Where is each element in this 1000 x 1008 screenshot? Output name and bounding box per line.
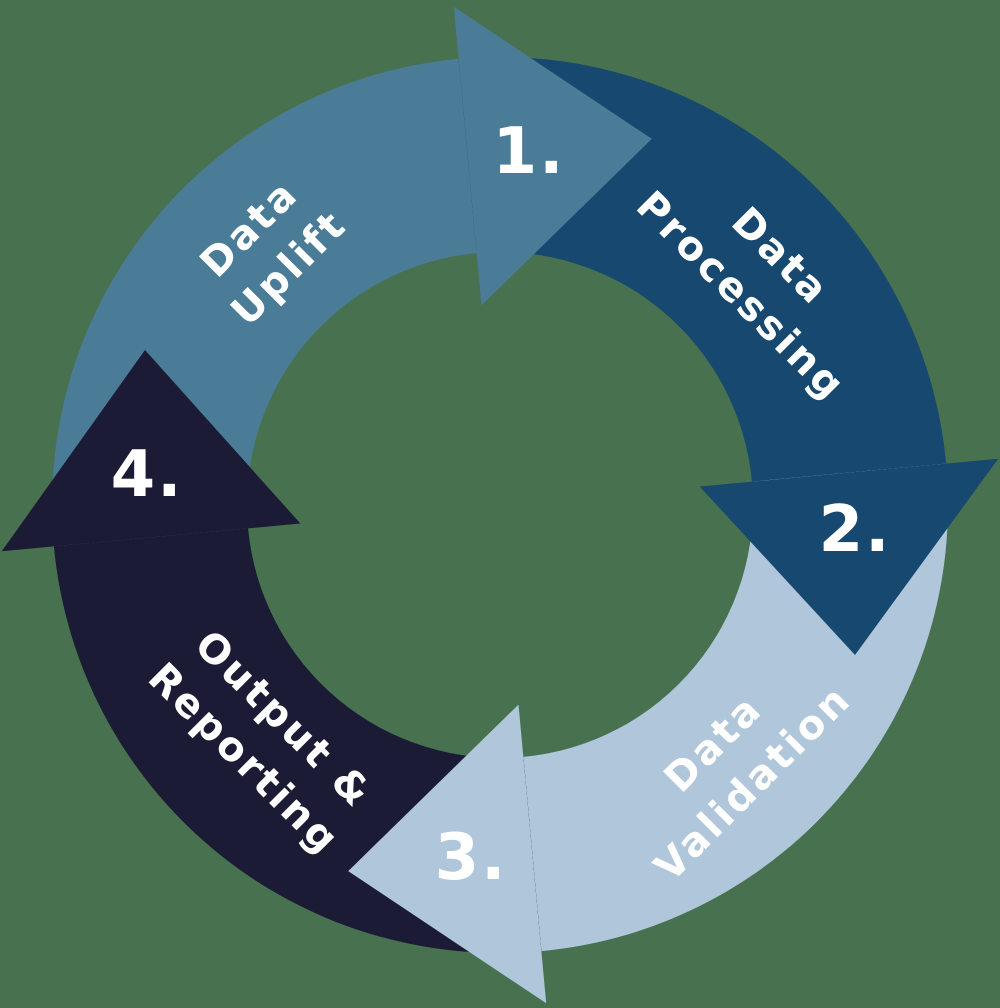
step-2-number: 2. [819,493,892,567]
step-4-number: 4. [111,438,184,512]
step-1-arrowhead [453,6,652,306]
step-1-number: 1. [493,115,566,189]
step-4-arrowhead [1,350,301,552]
step-3-arrowhead [348,704,547,1004]
step-3-number: 3. [435,821,508,895]
step-2-arrowhead [699,458,999,655]
